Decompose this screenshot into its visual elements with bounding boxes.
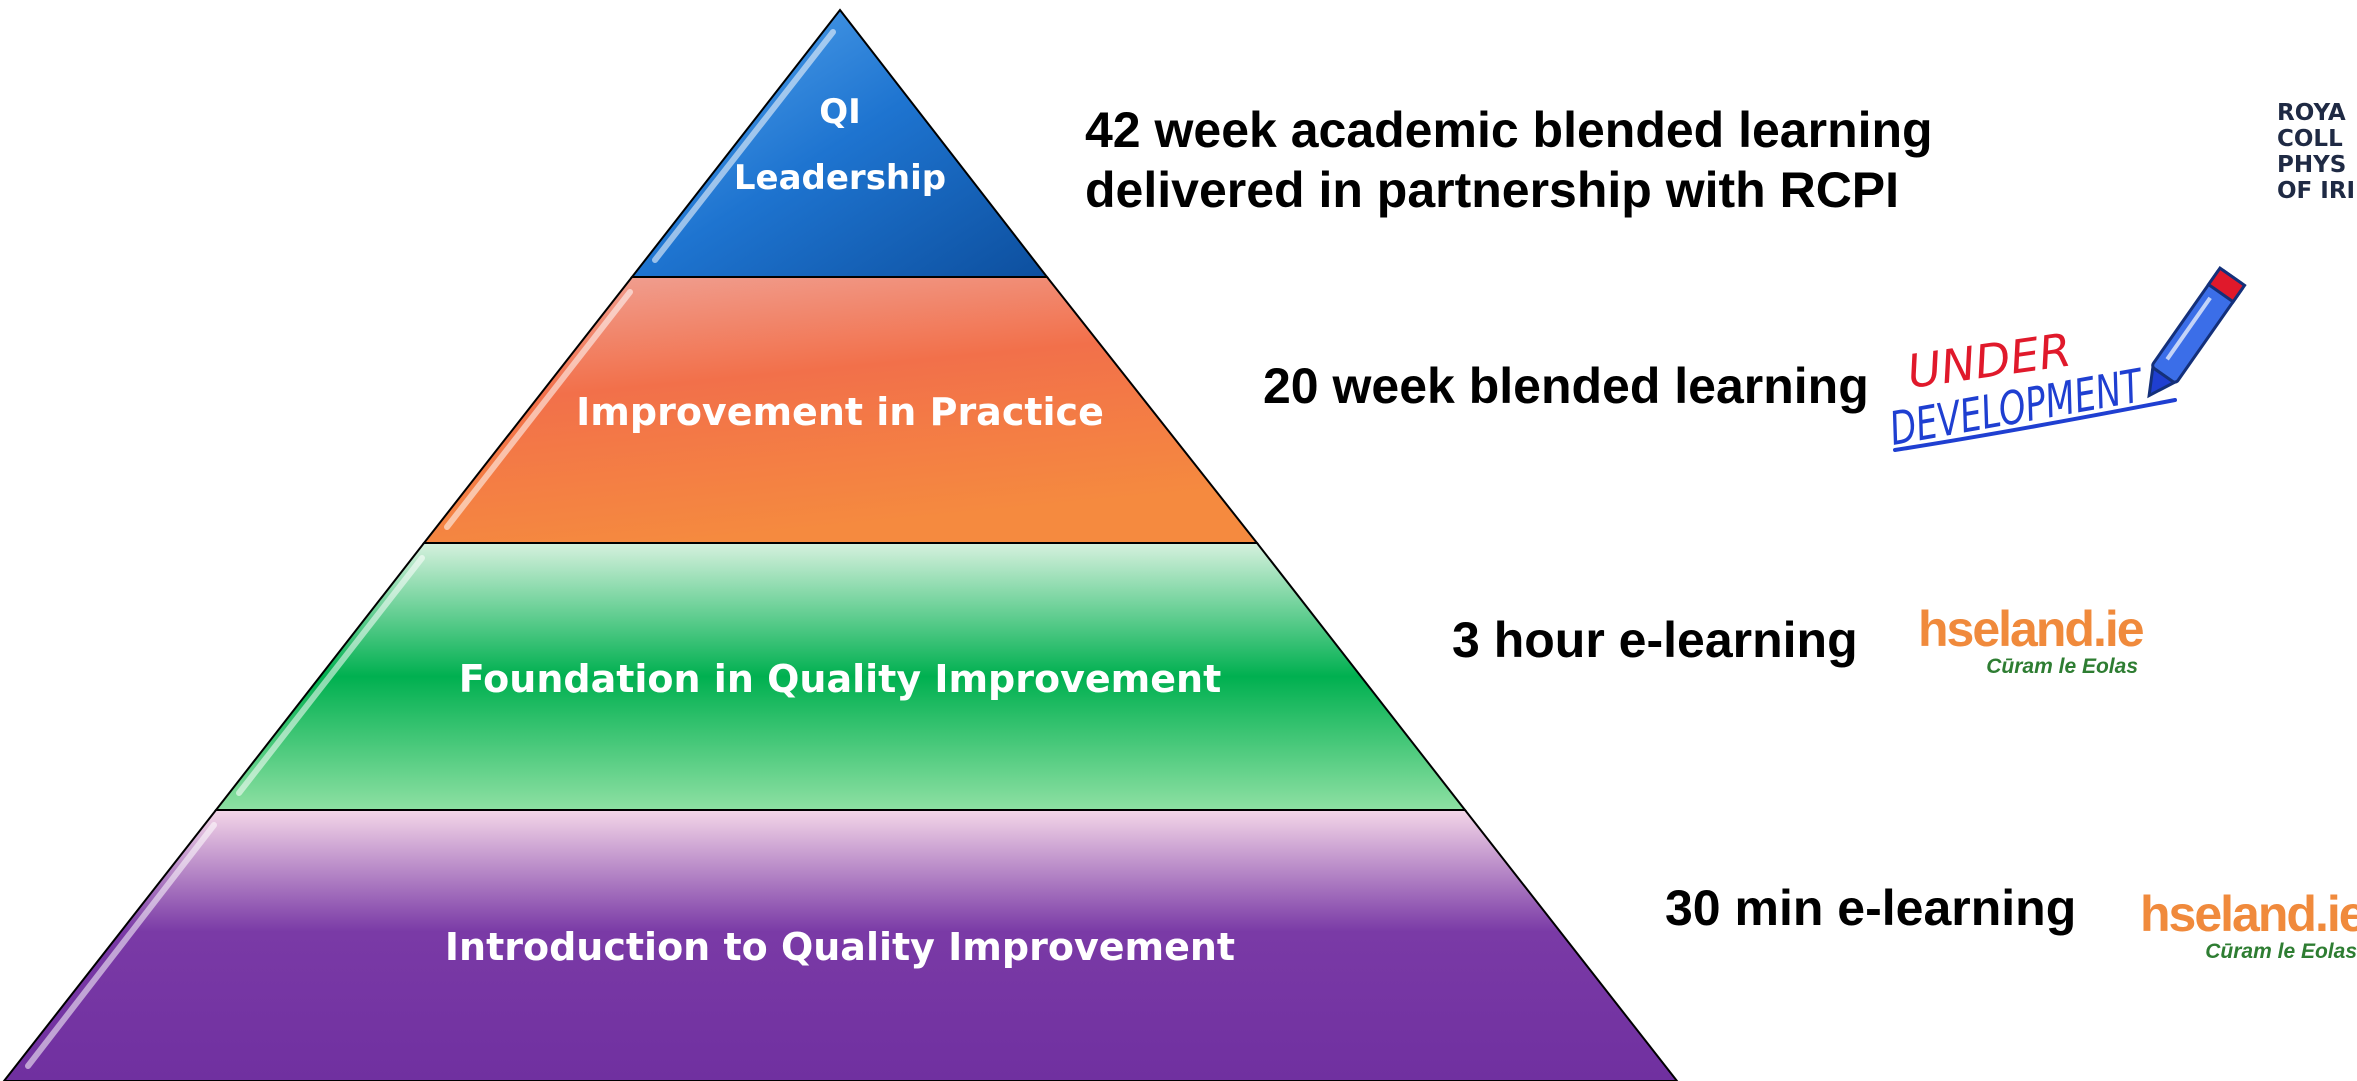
- pyramid-tier-introduction: [2, 809, 1679, 1081]
- pyramid-tier-leadership: [629, 8, 1050, 278]
- tier-label-leadership-line1: QI: [819, 92, 861, 132]
- rcpi-logo-line: OF IRI: [2277, 178, 2356, 204]
- rcpi-logo-line: ROYA: [2277, 100, 2346, 126]
- description-practice: 20 week blended learning: [1263, 358, 1869, 414]
- under-development-sticker: UNDER DEVELOPMENT: [1886, 266, 2247, 456]
- tier-label-leadership-line2: Leadership: [734, 158, 946, 198]
- tier-highlight-leadership: [652, 29, 836, 263]
- description-leadership: 42 week academic blended learning delive…: [1085, 102, 1933, 218]
- rcpi-logo-line: COLL: [2277, 126, 2343, 152]
- tier-label-foundation: Foundation in Quality Improvement: [459, 657, 1222, 701]
- description-foundation: 3 hour e-learning: [1452, 612, 1858, 668]
- rcpi-logo-line: PHYS: [2277, 152, 2347, 178]
- hseland-brand: hseland.ie: [2140, 886, 2357, 942]
- hseland-brand: hseland.ie: [1918, 601, 2145, 657]
- hseland-tagline: Cūram le Eolas: [2205, 940, 2357, 963]
- rcpi-logo: ROYA COLL PHYS OF IRI: [2277, 100, 2355, 204]
- tier-highlight-practice: [444, 289, 633, 530]
- hseland-logo-introduction: hseland.ie Cūram le Eolas: [2140, 888, 2357, 964]
- tier-highlight-introduction: [25, 822, 217, 1069]
- marker-pen-icon: [2147, 266, 2247, 399]
- hseland-tagline: Cūram le Eolas: [1986, 655, 2138, 678]
- tier-label-introduction: Introduction to Quality Improvement: [445, 925, 1235, 969]
- hseland-logo-foundation: hseland.ie Cūram le Eolas: [1918, 601, 2145, 679]
- tier-highlight-foundation: [236, 555, 425, 796]
- development-underline: [1893, 398, 2177, 452]
- description-introduction: 30 min e-learning: [1665, 880, 2077, 936]
- tier-label-practice: Improvement in Practice: [576, 390, 1104, 434]
